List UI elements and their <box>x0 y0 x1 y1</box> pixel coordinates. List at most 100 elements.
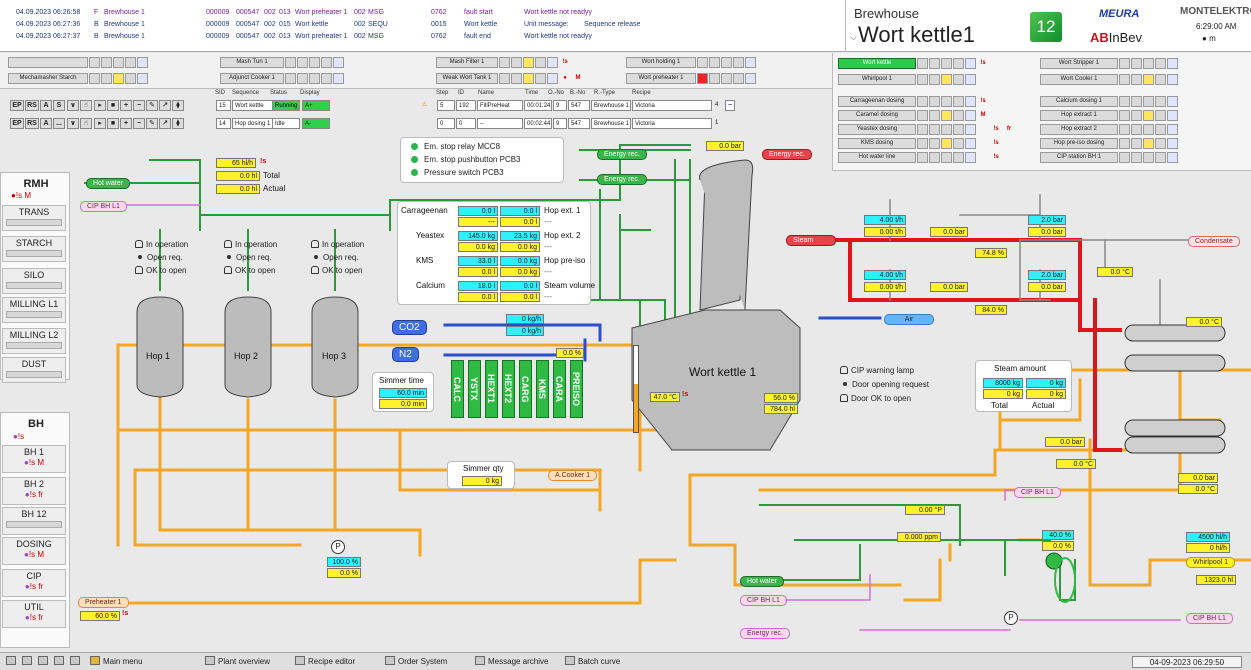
auto-button[interactable]: A <box>40 118 52 129</box>
dosing-tank[interactable]: YSTX <box>468 360 481 418</box>
edit-icon[interactable]: ✎ <box>146 100 158 111</box>
module-adjunct-cooker[interactable]: Adjunct Cooker 1 <box>220 72 344 84</box>
energy-rec-red-tag[interactable]: Energy rec. <box>762 149 812 160</box>
preheater-tag[interactable]: Preheater 1 <box>78 597 129 608</box>
auto-button[interactable]: A <box>40 100 52 111</box>
module-button[interactable]: KMS dosing <box>838 137 916 149</box>
module-button[interactable]: Weak Wort Tank 1 <box>436 72 498 84</box>
nav-header-rmh[interactable]: RMH <box>23 178 49 190</box>
rs-button[interactable]: RS <box>25 100 39 111</box>
graph-icon[interactable]: ⧫ <box>172 118 184 129</box>
energy-rec-tag[interactable]: Energy rec. <box>597 174 647 185</box>
help-icon[interactable] <box>1167 137 1178 149</box>
module-weak-wort-tank[interactable]: Weak Wort Tank 1 ● M <box>436 72 584 84</box>
help-icon[interactable] <box>137 56 148 68</box>
help-icon[interactable] <box>1167 123 1178 135</box>
link-icon[interactable]: ↗ <box>159 100 171 111</box>
air-tag[interactable]: Air <box>884 314 934 325</box>
module-row[interactable]: Wort Cooler 1 <box>1040 73 1178 85</box>
cip-bh-l1-tag[interactable]: CIP BH L1 <box>1186 613 1233 624</box>
help-icon[interactable] <box>547 72 558 84</box>
module-row[interactable]: Hop extract 2 <box>1040 123 1178 135</box>
more-button[interactable]: ... <box>53 118 65 129</box>
module-wort-preheater[interactable]: Wort preheater 1 <box>626 72 756 84</box>
nav-item[interactable]: MILLING L2 <box>2 328 66 354</box>
module-mechamasher[interactable]: Mechamasher Starch <box>8 72 148 84</box>
nav-item[interactable]: DOSING●!s M <box>2 537 66 565</box>
module-button[interactable]: Wort kettle <box>838 57 916 69</box>
step-button[interactable]: S <box>53 100 65 111</box>
module-button[interactable]: Mechamasher Starch <box>8 72 88 84</box>
header-user[interactable]: ● m <box>1202 34 1216 43</box>
a-cooker-tag[interactable]: A.Cooker 1 <box>548 470 598 481</box>
module-button[interactable]: Adjunct Cooker 1 <box>220 72 284 84</box>
module-wort-holding[interactable]: Wort holding 1 <box>626 56 756 68</box>
settings-icon[interactable] <box>22 656 35 668</box>
unit-title[interactable]: Wort kettle1 <box>858 22 975 47</box>
module-button[interactable]: Carrageenan dosing <box>838 95 916 107</box>
module-button[interactable]: Hop extract 1 <box>1040 109 1118 121</box>
cip-bh-l1-tag[interactable]: CIP BH L1 <box>1014 487 1061 498</box>
energy-rec-tag[interactable]: Energy rec. <box>740 628 790 639</box>
cip-bh-l1-tag[interactable]: CIP BH L1 <box>740 595 787 606</box>
layers-icon[interactable] <box>70 656 83 668</box>
message-archive-button[interactable]: Message archive <box>475 656 548 668</box>
dosing-tank[interactable]: KMS <box>536 360 549 418</box>
graph-icon[interactable]: ⧫ <box>172 100 184 111</box>
module-button[interactable]: Yeastex dosing <box>838 123 916 135</box>
recipe-editor-button[interactable]: Recipe editor <box>295 656 355 668</box>
module-button[interactable]: Mash Filter 1 <box>436 56 498 68</box>
help-icon[interactable] <box>965 151 976 163</box>
help-icon[interactable] <box>1167 109 1178 121</box>
module-row[interactable]: CIP station BH 1 <box>1040 151 1178 163</box>
plus-icon[interactable]: + <box>120 118 132 129</box>
batch-curve-button[interactable]: Batch curve <box>565 656 620 668</box>
module-button[interactable]: Wort Cooler 1 <box>1040 73 1118 85</box>
nav-item[interactable]: BH 12 <box>2 507 66 535</box>
double-chevron-icon[interactable]: ∨ <box>67 118 79 129</box>
nav-item[interactable]: BH 2●!s fr <box>2 477 66 505</box>
module-button[interactable]: Hop extract 2 <box>1040 123 1118 135</box>
module-row[interactable]: Calcium dosing 1 <box>1040 95 1178 107</box>
dosing-tank[interactable]: CALC <box>451 360 464 418</box>
pump-icon[interactable]: P <box>331 540 345 554</box>
dosing-tank[interactable]: PREISO <box>570 360 583 418</box>
cip-bh-l1-tag[interactable]: CIP BH L1 <box>80 201 127 212</box>
module-button[interactable]: Whirlpool 1 <box>838 73 916 85</box>
play-icon[interactable]: ▸ <box>94 100 106 111</box>
module-button[interactable]: CIP station BH 1 <box>1040 151 1118 163</box>
double-chevron-icon[interactable]: ∨ <box>67 100 79 111</box>
module-mash-filter[interactable]: Mash Filter 1 !s <box>436 56 571 68</box>
order-system-button[interactable]: Order System <box>385 656 447 668</box>
nav-item[interactable]: TRANS <box>2 205 66 231</box>
module-button[interactable]: Calcium dosing 1 <box>1040 95 1118 107</box>
edit-icon[interactable]: ✎ <box>146 118 158 129</box>
module-mash-tun[interactable]: Mash Tun 1 <box>220 56 344 68</box>
help-icon[interactable] <box>1167 95 1178 107</box>
plant-overview-button[interactable]: Plant overview <box>205 656 270 668</box>
help-icon[interactable] <box>745 72 756 84</box>
module-button[interactable]: Hot water line <box>838 151 916 163</box>
module-mechamasher-top[interactable] <box>8 56 148 68</box>
condensate-tag[interactable]: Condensate <box>1188 236 1240 247</box>
chevron-down-icon[interactable]: ⌵ <box>850 32 857 42</box>
help-icon[interactable] <box>137 72 148 84</box>
help-icon[interactable] <box>333 56 344 68</box>
module-button[interactable]: Hop pre-iso dosing <box>1040 137 1118 149</box>
dosing-tank[interactable]: HEXT2 <box>502 360 515 418</box>
main-menu-button[interactable]: Main menu <box>90 656 143 668</box>
window-icon[interactable] <box>38 656 51 668</box>
module-button[interactable]: Caramel dosing <box>838 109 916 121</box>
nav-item[interactable]: MILLING L1 <box>2 297 66 323</box>
module-row[interactable]: Hot water line!s <box>838 151 1002 163</box>
print-icon[interactable] <box>54 656 67 668</box>
hand-icon[interactable]: ☝ <box>80 118 92 129</box>
help-icon[interactable] <box>1167 57 1178 69</box>
nav-item[interactable]: SILO <box>2 268 66 294</box>
rs-button[interactable]: RS <box>25 118 39 129</box>
ep-button[interactable]: EP <box>10 118 24 129</box>
help-icon[interactable] <box>965 109 976 121</box>
help-icon[interactable] <box>333 72 344 84</box>
minus-icon[interactable]: − <box>133 118 145 129</box>
